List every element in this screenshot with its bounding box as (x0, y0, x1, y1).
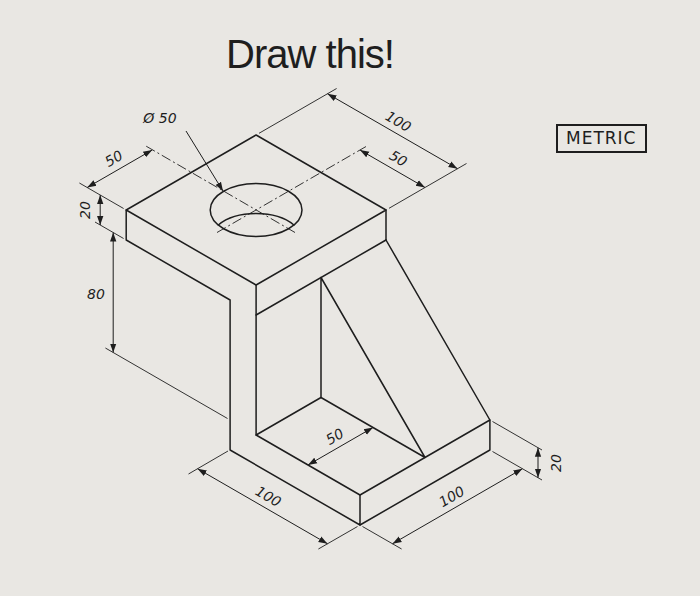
left-face (126, 210, 360, 525)
note-text: METRIC (566, 129, 637, 148)
centre-line (145, 146, 295, 233)
extension-line (493, 452, 543, 481)
label-text: 50 (102, 147, 125, 170)
title-text: Draw this! (226, 32, 394, 76)
dimension-line (393, 469, 523, 544)
dimension-value: 100 (251, 483, 285, 512)
dimension-value: 100 (435, 483, 469, 512)
extension-line (259, 89, 337, 134)
dimension-value: 50 (385, 147, 412, 171)
label-text: Ø 50 (143, 110, 176, 126)
dimension-line (100, 195, 101, 225)
label-text: 20 (548, 454, 564, 472)
gusset-outline (360, 240, 490, 525)
extension-line (318, 527, 357, 550)
gusset-face (321, 278, 425, 458)
hole-inner-edge (218, 214, 294, 225)
label-text: 20 (77, 201, 93, 219)
label-text: 80 (87, 286, 105, 302)
note-box: METRIC (556, 124, 647, 153)
extension-line (389, 164, 467, 209)
label-text: 100 (436, 483, 467, 510)
diameter-callout: Ø 50 (141, 111, 178, 126)
leader-line (186, 131, 223, 191)
dimension-value: 20 (78, 199, 93, 221)
dimension-value: 20 (549, 452, 564, 474)
extension-line (95, 222, 124, 239)
label-text: 100 (383, 108, 414, 135)
extension-line (493, 422, 543, 451)
extension-line (105, 348, 227, 419)
extension-line (189, 451, 229, 474)
dimension-line (538, 448, 539, 478)
label-text: 50 (387, 147, 410, 170)
label-text: 100 (253, 483, 284, 510)
pocket-edge (256, 398, 321, 436)
dimension-line (198, 469, 328, 544)
dimension-value: 50 (322, 425, 349, 449)
centre-line (217, 146, 367, 232)
dimension-value: 80 (85, 287, 107, 302)
title: Draw this! (226, 32, 394, 77)
plate-right-edge (385, 210, 387, 240)
extension-line (363, 527, 402, 550)
dimension-line (113, 233, 114, 353)
dimension-value: 100 (381, 108, 415, 137)
dimension-value: 50 (101, 147, 128, 171)
